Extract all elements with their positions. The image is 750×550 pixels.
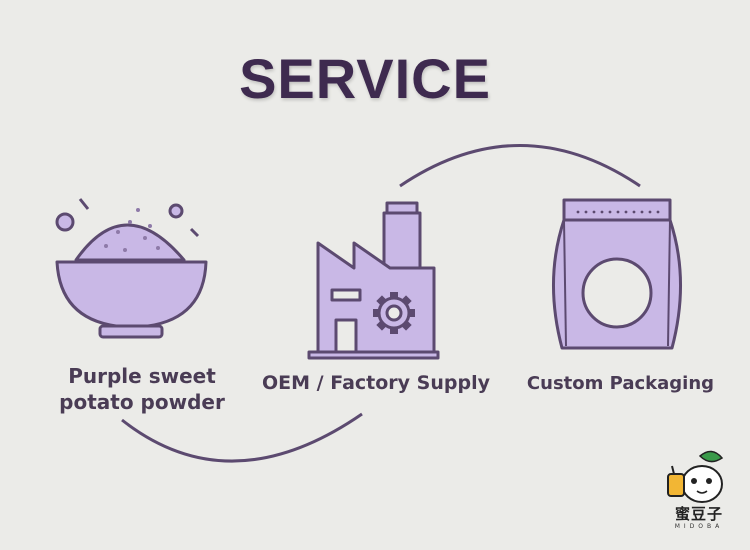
service-label-packaging: Custom Packaging: [526, 373, 715, 394]
bowl-powder-icon: [55, 198, 208, 339]
connector-arc-bottom: [121, 412, 363, 463]
service-label-powder: Purple sweet potato powder: [59, 364, 225, 414]
service-label-oem: OEM / Factory Supply: [262, 372, 490, 394]
brand-logo-text: 蜜豆子: [674, 505, 723, 523]
factory-gear-icon: [307, 201, 440, 360]
brand-mascot-logo: [667, 450, 724, 503]
page-title: SERVICE: [239, 47, 491, 110]
packaging-pouch-icon: [552, 198, 682, 350]
connector-arc-top: [399, 144, 641, 188]
brand-logo-subtext: MIDOBA: [674, 523, 724, 530]
